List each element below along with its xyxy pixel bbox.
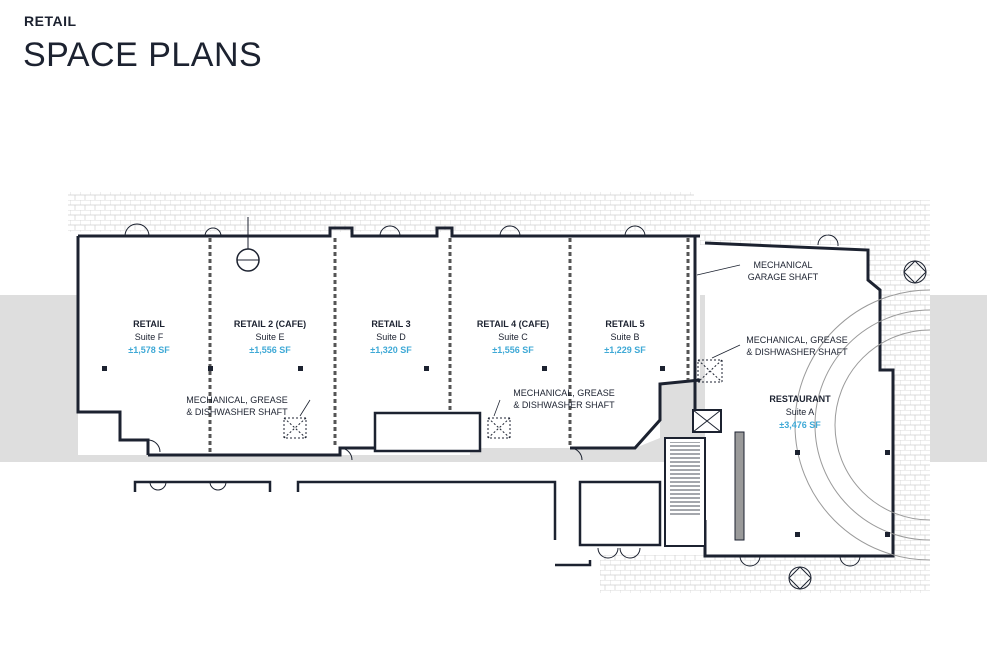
corner-plaza [690,200,930,245]
note-line: & DISHWASHER SHAFT [513,400,615,410]
restaurant-counter [734,431,745,541]
note-line: MECHANICAL, GREASE [186,395,288,405]
suite-e-label: RETAIL 2 (CAFE) Suite E ±1,556 SF [234,318,306,357]
suite-name: RESTAURANT [769,394,831,404]
leader-garage [696,264,741,276]
suite-area: ±3,476 SF [779,420,821,430]
suite-id: Suite B [610,332,640,342]
shaft-e [283,417,307,439]
column-marker-east [903,260,927,284]
storage-room [373,411,482,453]
suite-name: RETAIL 5 [605,319,645,329]
service-room [578,480,662,547]
suite-name: RETAIL [133,319,165,329]
corridor-west [133,480,272,492]
suite-a-label: RESTAURANT Suite A ±3,476 SF [769,393,830,432]
page-title: SPACE PLANS [23,36,263,74]
section-eyebrow: RETAIL [24,13,77,29]
suite-id: Suite E [255,332,285,342]
shaft-c [487,417,511,439]
suite-name: RETAIL 4 (CAFE) [476,319,550,329]
shaft-a-note: MECHANICAL, GREASE & DISHWASHER SHAFT [746,334,848,358]
note-line: & DISHWASHER SHAFT [186,407,288,417]
suite-area: ±1,578 SF [128,345,170,355]
suite-id: Suite D [376,332,406,342]
column-marker-south [788,566,812,590]
suite-id: Suite A [785,407,815,417]
garage-shaft-note: MECHANICAL GARAGE SHAFT [748,259,819,283]
note-line: MECHANICAL [753,260,813,270]
suite-area: ±1,556 SF [249,345,291,355]
shaft-c-note: MECHANICAL, GREASE & DISHWASHER SHAFT [513,387,615,411]
leader-shaft-e [299,399,311,417]
west-wall [76,236,150,455]
suite-area: ±1,320 SF [370,345,412,355]
south-wall-east [570,378,701,450]
suite-name: RETAIL 2 (CAFE) [233,319,307,329]
restaurant-walls [703,241,895,558]
leader-shaft-a [711,344,741,359]
leader-shaft-c [493,399,501,417]
suite-area: ±1,556 SF [492,345,534,355]
suite-area: ±1,229 SF [604,345,646,355]
suite-d-label: RETAIL 3 Suite D ±1,320 SF [370,318,411,357]
bottom-sidewalk [600,555,930,593]
shaft-e-note: MECHANICAL, GREASE & DISHWASHER SHAFT [186,394,288,418]
note-line: MECHANICAL, GREASE [513,388,615,398]
suite-id: Suite F [134,332,164,342]
top-sidewalk [68,192,694,232]
note-line: GARAGE SHAFT [747,272,819,282]
retail-floor [78,236,700,455]
note-line: & DISHWASHER SHAFT [746,347,848,357]
stair-treads [670,442,700,517]
suite-c-label: RETAIL 4 (CAFE) Suite C ±1,556 SF [477,318,549,357]
suite-b-label: RETAIL 5 Suite B ±1,229 SF [604,318,645,357]
suite-f-label: RETAIL Suite F ±1,578 SF [128,318,169,357]
restaurant-floor [705,243,893,556]
shaft-a [697,359,723,383]
north-wall [78,226,700,238]
service-stub [555,560,592,567]
corridor-north [296,480,557,540]
suite-name: RETAIL 3 [371,319,411,329]
note-line: MECHANICAL, GREASE [746,335,848,345]
suite-id: Suite C [498,332,528,342]
